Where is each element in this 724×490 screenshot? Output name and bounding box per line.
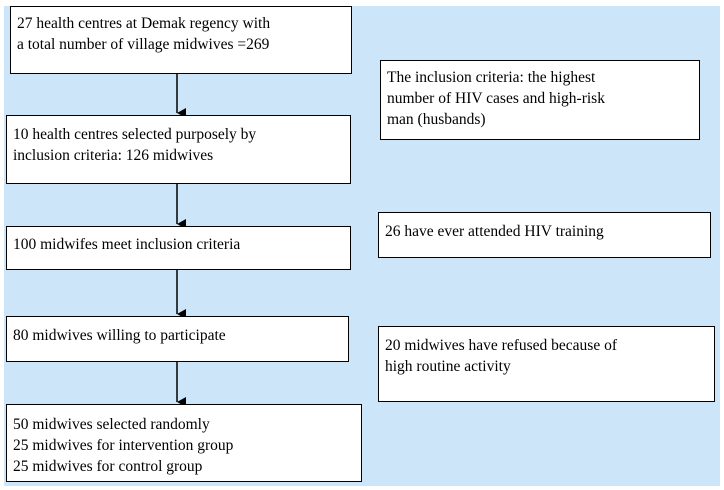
flow-box-step3: 100 midwifes meet inclusion criteria: [6, 226, 351, 270]
side-note-inclusion-criteria: The inclusion criteria: the highest numb…: [380, 60, 700, 140]
flow-box-step5-line1: 50 midwives selected randomly: [13, 416, 210, 433]
flow-box-step3-line1: 100 midwifes meet inclusion criteria: [13, 236, 241, 253]
flow-box-step5-line2: 25 midwives for intervention group: [13, 437, 234, 454]
flow-box-step1-line2: a total number of village midwives =269: [17, 36, 270, 53]
flow-box-step4: 80 midwives willing to participate: [6, 316, 349, 362]
side-note-inclusion-criteria-line2: number of HIV cases and high-risk: [387, 90, 605, 107]
flow-box-step2-line1: 10 health centres selected purposely by: [13, 126, 257, 143]
flow-box-step1: 27 health centres at Demak regency with …: [10, 6, 352, 74]
side-note-hiv-training-line1: 26 have ever attended HIV training: [385, 223, 604, 240]
flow-box-step2-line2: inclusion criteria: 126 midwives: [13, 147, 214, 164]
side-note-refused-line1: 20 midwives have refused because of: [385, 337, 617, 354]
side-note-refused-line2: high routine activity: [385, 358, 511, 375]
flow-box-step2: 10 health centres selected purposely by …: [6, 115, 351, 184]
side-note-hiv-training: 26 have ever attended HIV training: [378, 212, 711, 258]
flow-box-step4-line1: 80 midwives willing to participate: [13, 327, 226, 344]
flow-box-step1-line1: 27 health centres at Demak regency with: [17, 15, 271, 32]
flow-box-step5: 50 midwives selected randomly 25 midwive…: [6, 404, 362, 482]
flow-box-step5-line3: 25 midwives for control group: [13, 458, 203, 475]
side-note-refused: 20 midwives have refused because of high…: [378, 326, 715, 402]
side-note-inclusion-criteria-line1: The inclusion criteria: the highest: [387, 69, 596, 86]
side-note-inclusion-criteria-line3: man (husbands): [387, 111, 486, 128]
